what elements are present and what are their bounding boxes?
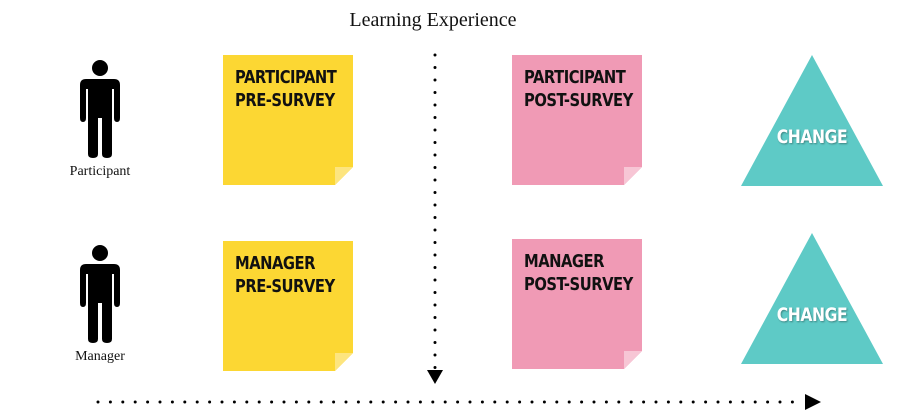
manager-pre-survey-note: MANAGER PRE-SURVEY <box>223 241 353 371</box>
note-text: PARTICIPANT PRE-SURVEY <box>235 67 337 111</box>
arrow-right-icon <box>805 394 821 410</box>
vertical-dotted-arrow <box>427 53 443 384</box>
sticky-note-shape <box>223 55 353 185</box>
manager-change-triangle: CHANGE <box>741 233 883 364</box>
note-text: MANAGER PRE-SURVEY <box>235 253 335 297</box>
participant-person-icon <box>80 60 120 158</box>
sticky-note-shape <box>223 241 353 371</box>
manager-person-icon <box>80 245 120 343</box>
note-text: PARTICIPANT POST-SURVEY <box>524 67 633 111</box>
triangle-icon <box>741 233 883 364</box>
horizontal-dotted-arrow <box>96 394 821 410</box>
manager-post-survey-note: MANAGER POST-SURVEY <box>512 239 642 369</box>
sticky-note-shape <box>512 55 642 185</box>
participant-label: Participant <box>69 164 131 179</box>
participant-post-survey-note: PARTICIPANT POST-SURVEY <box>512 55 642 185</box>
participant-pre-survey-note: PARTICIPANT PRE-SURVEY <box>223 55 353 185</box>
change-label: CHANGE <box>776 126 848 148</box>
participant-change-triangle: CHANGE <box>741 55 883 186</box>
manager-label: Manager <box>75 349 125 364</box>
triangle-icon <box>741 55 883 186</box>
arrow-down-icon <box>427 370 443 384</box>
diagram-title: Learning Experience <box>349 9 517 31</box>
note-text: MANAGER POST-SURVEY <box>524 251 633 295</box>
sticky-note-shape <box>512 239 642 369</box>
change-label: CHANGE <box>776 304 848 326</box>
